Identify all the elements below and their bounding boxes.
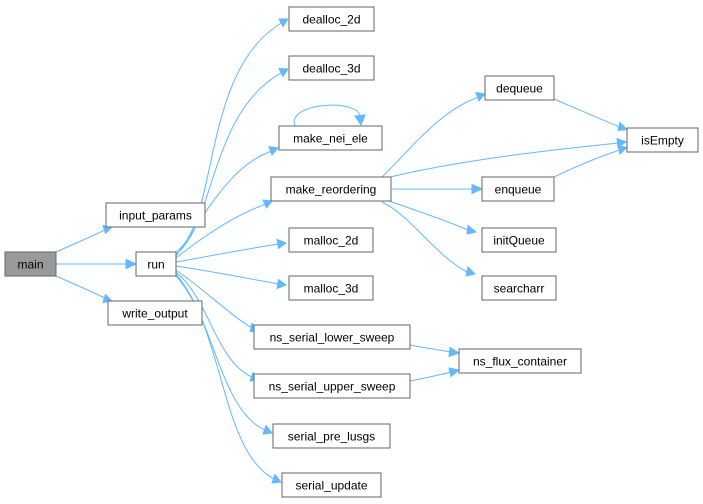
edge-main-run — [56, 258, 138, 270]
svg-text:dealloc_3d: dealloc_3d — [302, 62, 360, 76]
node-ns-flux-container[interactable]: ns_flux_container — [458, 348, 582, 374]
node-make-nei-ele[interactable]: make_nei_ele — [278, 125, 383, 151]
edge-run-serial-pre-lusgs — [175, 273, 273, 435]
node-write-output[interactable]: write_output — [107, 300, 203, 326]
svg-text:run: run — [147, 258, 164, 272]
svg-text:isEmpty: isEmpty — [641, 134, 684, 148]
svg-text:serial_pre_lusgs: serial_pre_lusgs — [288, 430, 375, 444]
node-serial-pre-lusgs[interactable]: serial_pre_lusgs — [272, 423, 391, 449]
svg-text:input_params: input_params — [119, 209, 192, 223]
edge-make-reordering-initqueue — [385, 199, 478, 235]
node-malloc-2d[interactable]: malloc_2d — [288, 227, 374, 253]
svg-text:ns_flux_container: ns_flux_container — [473, 355, 567, 369]
svg-text:dealloc_2d: dealloc_2d — [302, 13, 360, 27]
svg-text:searcharr: searcharr — [494, 282, 545, 296]
node-input-params[interactable]: input_params — [105, 202, 206, 228]
svg-text:initQueue: initQueue — [493, 234, 545, 248]
edge-dequeue-isempty — [553, 98, 629, 132]
svg-text:malloc_3d: malloc_3d — [304, 282, 359, 296]
edge-run-ns-serial-upper-sweep — [175, 271, 260, 382]
node-malloc-3d[interactable]: malloc_3d — [288, 275, 374, 301]
node-main[interactable]: main — [4, 251, 57, 277]
svg-text:serial_update: serial_update — [295, 479, 367, 493]
node-searcharr[interactable]: searcharr — [481, 275, 557, 301]
edge-enqueue-isempty — [553, 144, 629, 178]
edge-run-make-reordering — [175, 199, 273, 259]
edge-run-dealloc-2d — [175, 18, 289, 253]
node-run[interactable]: run — [135, 251, 177, 277]
node-dequeue[interactable]: dequeue — [484, 75, 555, 101]
edge-lower-sweep-ns-flux — [409, 344, 461, 358]
edge-run-malloc-2d — [175, 238, 288, 263]
edge-main-write-output — [55, 275, 114, 304]
svg-text:main: main — [17, 258, 43, 272]
edge-make-reordering-isempty — [385, 137, 628, 179]
svg-text:write_output: write_output — [121, 307, 188, 321]
node-initqueue[interactable]: initQueue — [481, 227, 557, 253]
svg-text:dequeue: dequeue — [496, 82, 543, 96]
edge-run-dealloc-3d — [175, 67, 289, 255]
edge-run-serial-update — [175, 275, 282, 484]
node-ns-serial-lower-sweep[interactable]: ns_serial_lower_sweep — [253, 324, 411, 350]
svg-text:enqueue: enqueue — [495, 183, 542, 197]
node-dealloc-3d[interactable]: dealloc_3d — [288, 55, 375, 81]
edge-make-reordering-searcharr — [381, 201, 476, 277]
node-ns-serial-upper-sweep[interactable]: ns_serial_upper_sweep — [253, 373, 411, 399]
edge-make-reordering-enqueue — [392, 183, 484, 195]
svg-text:malloc_2d: malloc_2d — [304, 234, 359, 248]
edge-make-reordering-dequeue — [381, 91, 486, 178]
node-make-reordering[interactable]: make_reordering — [270, 176, 392, 202]
node-enqueue[interactable]: enqueue — [481, 176, 555, 202]
svg-text:make_nei_ele: make_nei_ele — [293, 132, 368, 146]
svg-text:ns_serial_lower_sweep: ns_serial_lower_sweep — [270, 331, 395, 345]
svg-text:make_reordering: make_reordering — [286, 183, 377, 197]
node-serial-update[interactable]: serial_update — [281, 472, 382, 498]
edge-upper-sweep-ns-flux — [409, 367, 461, 382]
edge-run-malloc-3d — [175, 265, 288, 290]
edge-main-input-params — [55, 224, 114, 253]
edge-run-make-nei-ele — [175, 145, 279, 257]
edge-make-nei-ele-self — [293, 104, 366, 127]
node-isempty[interactable]: isEmpty — [626, 127, 699, 153]
node-dealloc-2d[interactable]: dealloc_2d — [288, 6, 375, 32]
svg-text:ns_serial_upper_sweep: ns_serial_upper_sweep — [269, 380, 396, 394]
